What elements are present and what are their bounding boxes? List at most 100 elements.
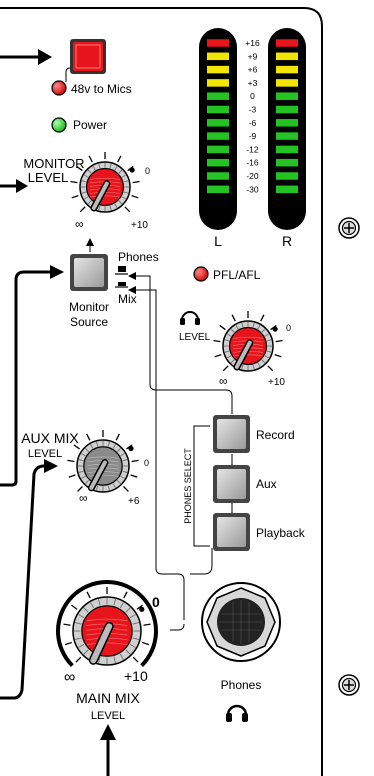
meter-segment bbox=[207, 119, 229, 127]
knob-tick bbox=[115, 433, 120, 441]
meter-segment bbox=[276, 79, 298, 87]
meter-scale-label: -20 bbox=[246, 171, 259, 181]
knob-tick bbox=[214, 354, 222, 358]
meter-segment bbox=[276, 172, 298, 180]
meter-segment bbox=[207, 105, 229, 114]
headphones-icon bbox=[180, 311, 200, 325]
meter-scale-label: +9 bbox=[248, 51, 258, 61]
knob-tick bbox=[131, 195, 139, 199]
meter-segment bbox=[207, 145, 229, 154]
meter-segment bbox=[207, 79, 229, 87]
headphone-level-knob[interactable] bbox=[213, 311, 283, 372]
meter-segment bbox=[276, 39, 298, 47]
knob-tick bbox=[71, 195, 79, 199]
power-label: Power bbox=[73, 118, 107, 132]
aux-mix-title: AUX MIX bbox=[21, 430, 79, 446]
meter-scale-label: -16 bbox=[246, 158, 259, 168]
meter-scale-label: +6 bbox=[248, 65, 258, 75]
knob-tick bbox=[79, 206, 86, 213]
playback-button[interactable] bbox=[213, 513, 250, 551]
meter-segment bbox=[207, 39, 229, 47]
meter-scale-label: -6 bbox=[249, 118, 257, 128]
knob-zero-marker bbox=[128, 445, 134, 452]
knob-tick bbox=[213, 339, 221, 343]
headphones-icon bbox=[226, 704, 248, 722]
panel-outline bbox=[0, 7, 323, 768]
meter-segment bbox=[207, 158, 229, 167]
meter-segment bbox=[276, 52, 298, 61]
knob-tick bbox=[124, 206, 131, 213]
meter-left-label: L bbox=[214, 233, 222, 249]
meter-segment bbox=[276, 65, 298, 74]
monitor-scale-min: ∞ bbox=[75, 217, 84, 231]
knob-tick bbox=[117, 155, 122, 163]
meter-segment bbox=[207, 132, 229, 140]
arrow-monitor bbox=[0, 179, 28, 193]
arrow-monitor-source bbox=[0, 265, 64, 487]
phones-option-indicator bbox=[118, 266, 126, 272]
headphone-level-label: LEVEL bbox=[179, 332, 211, 343]
meter-segment bbox=[276, 92, 298, 100]
main-mix-knob[interactable] bbox=[56, 580, 158, 668]
knob-tick bbox=[267, 365, 274, 372]
phones-jack-label: Phones bbox=[221, 678, 262, 692]
monitor-source-button[interactable] bbox=[70, 254, 108, 291]
knob-tick bbox=[222, 365, 229, 372]
meter-scale: +16+9+6+30-3-6-9-12-16-20-30 bbox=[245, 38, 260, 194]
main-scale-zero: 0 bbox=[152, 594, 160, 610]
aux-scale-min: ∞ bbox=[79, 491, 88, 505]
main-mix-subtitle: LEVEL bbox=[91, 710, 125, 722]
pfl-afl-label: PFL/AFL bbox=[213, 268, 261, 282]
knob-tick bbox=[231, 314, 236, 322]
meter-scale-label: -12 bbox=[246, 144, 259, 154]
knob-tick bbox=[260, 314, 265, 322]
meter-segment bbox=[276, 158, 298, 167]
phantom-led bbox=[51, 80, 67, 96]
playback-label: Playback bbox=[256, 526, 306, 540]
knob-tick bbox=[63, 623, 71, 626]
mix-option-label: Mix bbox=[118, 292, 137, 306]
record-label: Record bbox=[256, 428, 295, 442]
meter-scale-label: -30 bbox=[246, 184, 259, 194]
main-route-line bbox=[170, 623, 185, 631]
knob-tick bbox=[130, 474, 138, 478]
knob-tick bbox=[132, 656, 139, 663]
knob-tick bbox=[67, 459, 75, 463]
knob-tick bbox=[136, 604, 143, 610]
monitor-level-knob[interactable] bbox=[70, 152, 140, 213]
knob-tick bbox=[73, 444, 80, 450]
knob-tick bbox=[75, 656, 82, 663]
aux-button[interactable] bbox=[213, 465, 250, 503]
meter-scale-label: 0 bbox=[250, 91, 255, 101]
monitor-scale-max: +10 bbox=[131, 220, 148, 231]
knob-tick bbox=[275, 339, 283, 343]
knob-tick bbox=[88, 155, 93, 163]
meter-right-segments bbox=[276, 39, 298, 194]
aux-mix-knob[interactable] bbox=[67, 430, 139, 493]
knob-zero-marker bbox=[129, 167, 135, 173]
phantom-label: 48v to Mics bbox=[71, 82, 132, 96]
knob-tick bbox=[141, 641, 150, 646]
meter-segment bbox=[276, 145, 298, 154]
knob-tick bbox=[123, 591, 128, 599]
screw-icon bbox=[338, 674, 360, 696]
meter-segment bbox=[276, 132, 298, 140]
monitor-source-subtitle: Source bbox=[70, 315, 108, 329]
phones-jack[interactable] bbox=[201, 582, 281, 662]
screw-icon bbox=[338, 217, 360, 239]
monitor-level-subtitle: LEVEL bbox=[28, 170, 68, 185]
meter-scale-label: +3 bbox=[248, 78, 258, 88]
record-button[interactable] bbox=[213, 415, 250, 453]
aux-mix-subtitle: LEVEL bbox=[28, 448, 62, 460]
main-mix-title: MAIN MIX bbox=[76, 690, 140, 706]
meter-left-segments bbox=[207, 39, 229, 194]
arrow-phantom bbox=[0, 49, 52, 65]
meter-segment bbox=[207, 65, 229, 74]
level-meter: +16+9+6+30-3-6-9-12-16-20-30 L R bbox=[199, 28, 306, 249]
meter-segment bbox=[276, 185, 298, 194]
monitor-link-arrowhead bbox=[86, 238, 94, 246]
meter-scale-label: +16 bbox=[245, 38, 260, 48]
phantom-power-button[interactable] bbox=[70, 39, 106, 74]
knob-tick bbox=[219, 324, 226, 331]
knob-range-arc bbox=[56, 580, 158, 668]
